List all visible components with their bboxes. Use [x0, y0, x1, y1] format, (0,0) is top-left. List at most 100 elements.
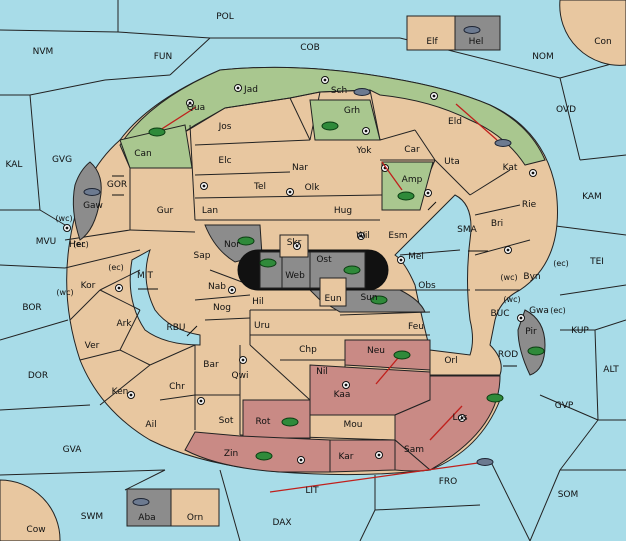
territory-label-mel: Mel — [408, 252, 424, 262]
territory-label-ail: Ail — [145, 420, 156, 430]
units — [83, 26, 545, 506]
sea-label-gvp: GVP — [555, 401, 574, 411]
sea-label-alt: ALT — [603, 365, 619, 375]
territory-label-elc: Elc — [218, 156, 231, 166]
sea-label-sma: SMA — [457, 225, 477, 235]
sea-label-cow: Cow — [26, 525, 45, 535]
fleet-icon — [476, 458, 494, 466]
territory-label-obs: Obs — [418, 281, 436, 291]
sea-label-pol: POL — [216, 12, 234, 22]
coast-label: (wc) — [55, 214, 72, 223]
fleet-icon — [132, 498, 150, 506]
sea-label-ovd: OVD — [556, 105, 576, 115]
sea-label-rod: ROD — [498, 350, 518, 360]
coast-label: (wc) — [503, 295, 520, 304]
territory-label-uru: Uru — [254, 321, 270, 331]
territory-label-rot: Rot — [256, 417, 271, 427]
territory-amp[interactable] — [381, 161, 434, 211]
sea-label-nom: NOM — [532, 52, 554, 62]
territory-rot[interactable] — [242, 399, 311, 439]
sea-label-bor: BOR — [22, 303, 41, 313]
territory-label-olk: Olk — [305, 183, 321, 193]
sea-label-swm: SWM — [81, 512, 103, 522]
army-icon — [527, 346, 545, 356]
order-arrows — [156, 103, 498, 493]
territory-neu[interactable] — [344, 339, 431, 371]
territory-label-sun: Sun — [360, 293, 377, 303]
fleet-icon — [463, 26, 481, 34]
territory-label-orn: Orn — [187, 513, 203, 523]
coast-label: (ec) — [550, 306, 566, 315]
territory-label-aba: Aba — [138, 513, 155, 523]
territory-label-gur: Gur — [157, 206, 174, 216]
territory-cow[interactable] — [0, 479, 61, 541]
army-icon — [393, 350, 411, 360]
army-icon — [259, 258, 277, 268]
territory-label-elf: Elf — [426, 37, 438, 47]
territory-label-eld: Eld — [448, 117, 462, 127]
territory-orn[interactable] — [170, 488, 220, 527]
territory-label-bri: Bri — [491, 219, 503, 229]
sea-mit-rbu[interactable] — [129, 248, 201, 346]
territory-label-car: Car — [404, 145, 420, 155]
territory-label-nil: Nil — [316, 367, 328, 377]
army-icon — [255, 451, 273, 461]
territory-label-uta: Uta — [444, 157, 460, 167]
army-icon — [321, 121, 339, 131]
territory-label-esm: Esm — [388, 231, 407, 241]
supply-centers — [63, 76, 537, 464]
sea-label-gva: GVA — [63, 445, 83, 455]
territory-label-bar: Bar — [203, 360, 219, 370]
territory-label-kor: Kor — [81, 281, 96, 291]
sea-label-tei: TEI — [589, 257, 604, 267]
army-icon — [397, 191, 415, 201]
territory-aba[interactable] — [126, 488, 172, 527]
territory-label-gor: GOR — [107, 180, 127, 190]
territory-label-eun: Eun — [324, 294, 341, 304]
territory-label-yok: Yok — [355, 146, 372, 156]
territory-label-nab: Nab — [208, 282, 226, 292]
coast-label: (ec) — [553, 259, 569, 268]
territory-pir[interactable] — [517, 309, 546, 376]
territory-label-mou: Mou — [344, 420, 363, 430]
territory-con[interactable] — [559, 0, 626, 66]
territory-elf[interactable] — [406, 15, 456, 51]
territory-label-sch: Sch — [331, 86, 347, 96]
territory-label-sam: Sam — [404, 445, 424, 455]
territory-label-feu: Feu — [408, 322, 424, 332]
territory-label-kaa: Kaa — [334, 390, 351, 400]
territory-label-web: Web — [285, 271, 305, 281]
territory-label-hil: Hil — [252, 297, 264, 307]
territory-label-ost: Ost — [316, 255, 332, 265]
territory-label-orl: Orl — [444, 356, 457, 366]
sea-label-kam: KAM — [582, 192, 602, 202]
army-icon — [343, 265, 361, 275]
sea-label-fun: FUN — [154, 52, 173, 62]
sea-label-som: SOM — [558, 490, 579, 500]
territory-label-amp: Amp — [402, 175, 423, 185]
coast-label: (wc) — [500, 273, 517, 282]
territory-label-nog: Nog — [213, 303, 231, 313]
sea-label-dax: DAX — [272, 518, 291, 528]
territory-label-los: Los — [452, 413, 467, 423]
territory-eun[interactable] — [319, 277, 347, 307]
territory-label-nor: Nor — [224, 240, 240, 250]
territory-label-wil: Wil — [356, 231, 370, 241]
territory-label-pir: Pir — [525, 327, 537, 337]
sea-label-con: Con — [594, 37, 612, 47]
territory-label-jad: Jad — [243, 85, 258, 95]
fleet-icon — [494, 139, 512, 147]
territory-label-can: Can — [134, 149, 152, 159]
territory-label-jos: Jos — [218, 122, 232, 132]
territory-label-her: Her — [69, 240, 85, 250]
fleet-icon — [353, 88, 371, 96]
territory-label-zin: Zin — [224, 449, 238, 459]
territory-label-kat: Kat — [503, 163, 518, 173]
territory-label-skr: Skr — [287, 238, 302, 248]
sea-label-rbu: RBU — [166, 323, 185, 333]
territory-gaw[interactable] — [72, 161, 102, 241]
territory-label-tel: Tel — [253, 182, 266, 192]
territory-label-nar: Nar — [292, 163, 308, 173]
